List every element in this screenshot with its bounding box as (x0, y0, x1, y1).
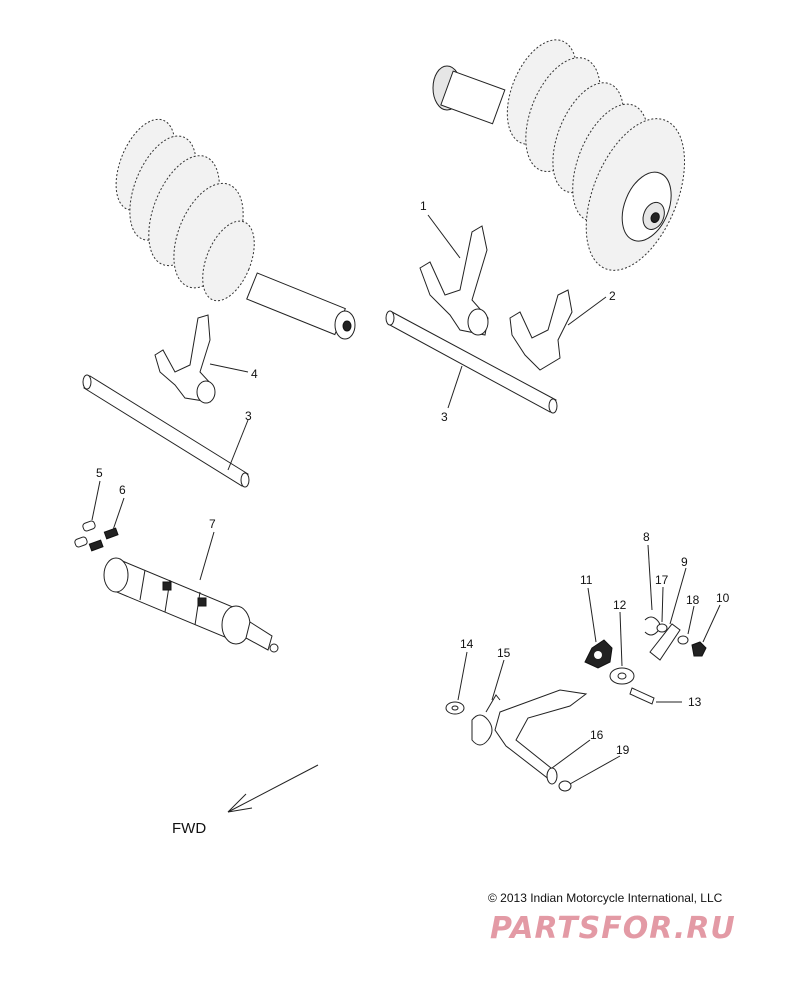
leader-lines (91, 214, 721, 785)
bolt-13 (629, 687, 655, 705)
detent-pins (74, 520, 96, 548)
callout-15: 15 (497, 646, 511, 660)
callout-2: 2 (609, 289, 616, 303)
callout-labels: 1 2 3 3 4 5 6 7 8 9 10 11 12 13 14 15 16… (96, 199, 730, 757)
callout-17: 17 (655, 573, 669, 587)
watermark-logo: PARTSFOR.RU (490, 911, 736, 946)
washer-17 (656, 623, 668, 633)
copyright-text: © 2013 Indian Motorcycle International, … (488, 891, 723, 905)
direction-label: FWD (172, 820, 206, 837)
callout-9: 9 (681, 555, 688, 569)
shift-rod-left (82, 374, 250, 488)
callout-8: 8 (643, 530, 650, 544)
star-cam-11 (584, 639, 613, 669)
callout-14: 14 (460, 637, 474, 651)
shift-drum (103, 557, 279, 653)
callout-19: 19 (616, 743, 630, 757)
callout-10: 10 (716, 591, 730, 605)
callout-5: 5 (96, 466, 103, 480)
arm-9 (649, 623, 681, 661)
e-clip-19 (558, 780, 572, 792)
callout-7: 7 (209, 517, 216, 531)
shift-shaft-16 (494, 689, 588, 785)
callout-16: 16 (590, 728, 604, 742)
forward-arrow-icon (227, 764, 319, 813)
callout-4: 4 (251, 367, 258, 381)
shift-fork-2 (509, 289, 573, 371)
callout-18: 18 (686, 593, 700, 607)
shift-fork-1 (419, 225, 489, 336)
shift-rod-right (385, 310, 558, 414)
nut-10 (691, 641, 707, 657)
washer-18 (677, 635, 689, 645)
callout-11: 11 (580, 573, 593, 587)
shift-fork-4 (154, 314, 216, 404)
callout-3-left: 3 (245, 409, 252, 423)
gear-shaft-upper-left (115, 118, 356, 340)
gear-shaft-upper-right (432, 39, 686, 271)
washer-12 (609, 667, 635, 685)
callout-1: 1 (420, 199, 427, 213)
washer-14 (445, 701, 465, 715)
callout-13: 13 (688, 695, 702, 709)
spring-15 (471, 694, 501, 746)
detent-springs (88, 527, 119, 552)
callout-6: 6 (119, 483, 126, 497)
callout-3-right: 3 (441, 410, 448, 424)
callout-12: 12 (613, 598, 627, 612)
